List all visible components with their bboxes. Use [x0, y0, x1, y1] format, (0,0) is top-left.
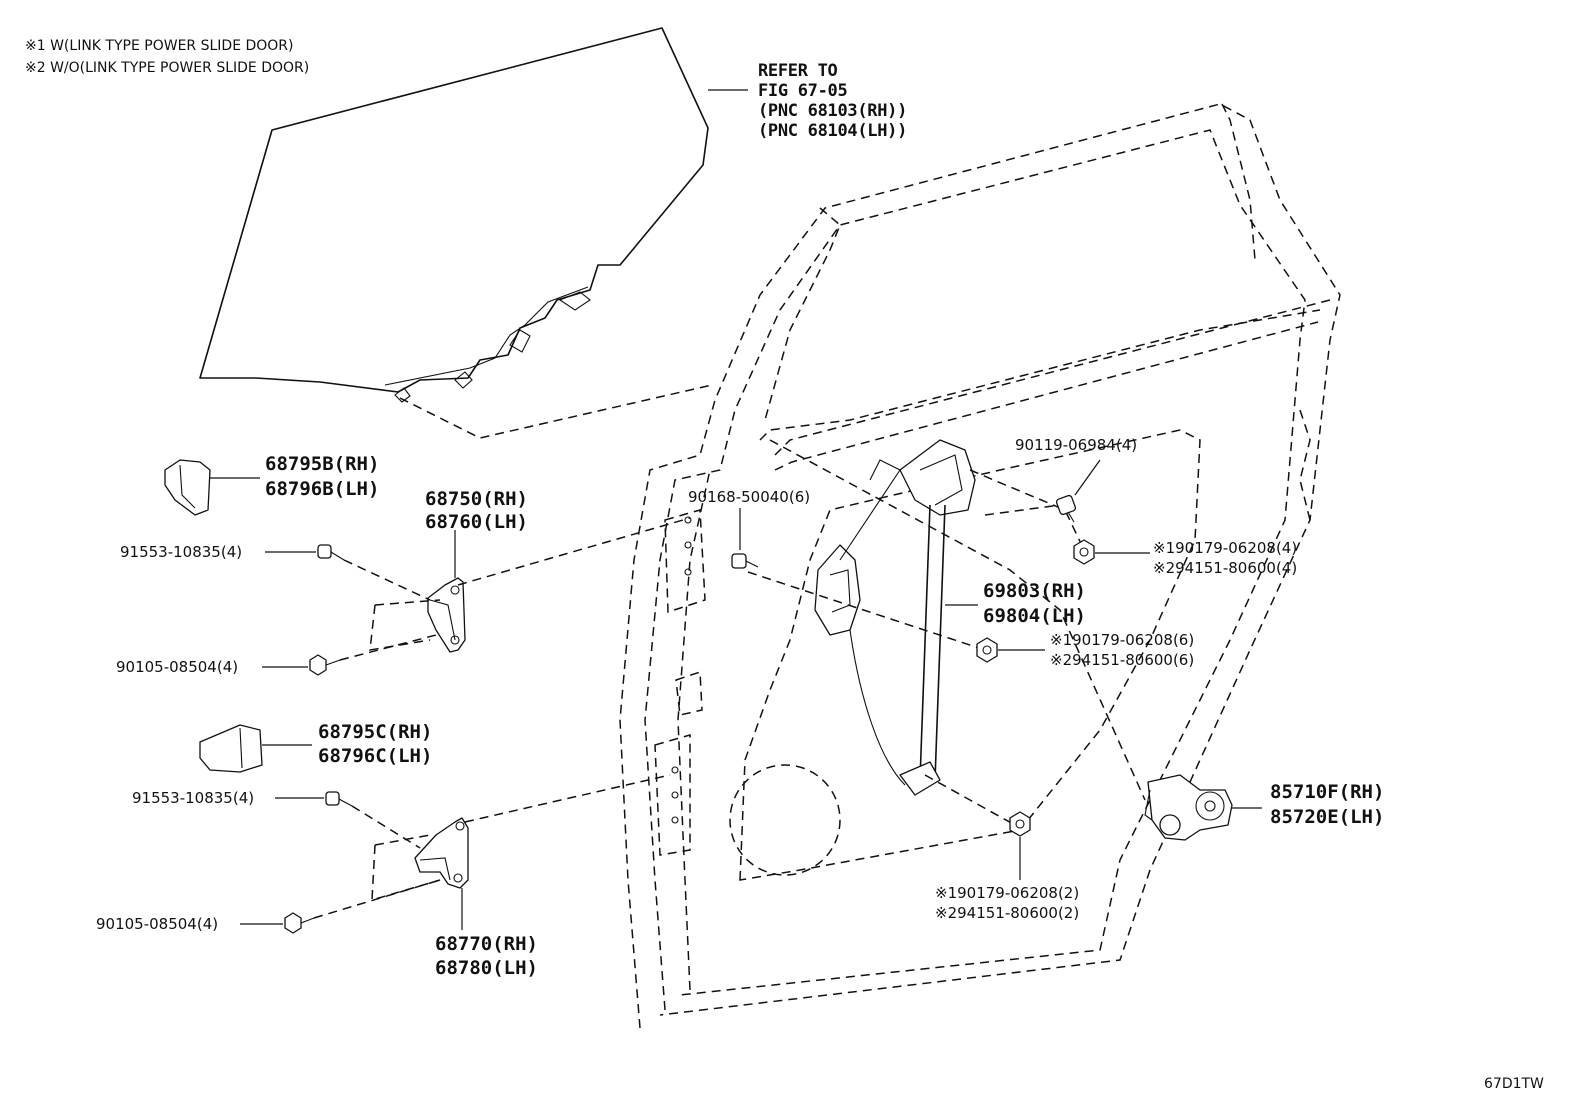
label-nut-lower: ※190179-06208(2) ※294151-80600(2): [935, 884, 1079, 922]
glass-ref-line3: (PNC 68103(RH)): [758, 101, 907, 121]
bolt-guide-line: [984, 504, 1061, 516]
bolt-91553-upper-icon: [317, 544, 345, 561]
bolt-90105-lower-label: 90105-08504(4): [96, 915, 218, 933]
upper-hinge-lh: 68760(LH): [425, 511, 528, 533]
bolt-91553-lower-label: 91553-10835(4): [132, 789, 254, 807]
label-motor: 85710F(RH) 85720E(LH): [1270, 781, 1384, 828]
label-cover-b: 68795B(RH) 68796B(LH): [265, 453, 379, 500]
bolt-90119-label: 90119-06984(4): [1015, 436, 1137, 454]
lower-hinge-lh: 68780(LH): [435, 957, 538, 979]
bolt-90105-upper-icon: [309, 654, 341, 676]
label-cover-c: 68795C(RH) 68796C(LH): [318, 721, 432, 767]
nut-mid-icon: [976, 637, 998, 663]
cover-68795b-icon: [164, 459, 211, 516]
lower-nut-guide-line: [924, 774, 1016, 826]
nut-mid-note2: ※294151-80600(6): [1050, 651, 1194, 669]
lower-hinge-bracket-top: [374, 834, 431, 846]
lower-hinge-bracket-guide: [371, 844, 441, 902]
cover-b-lh: 68796B(LH): [265, 478, 379, 500]
nut-upper-note1: ※190179-06208(4): [1153, 539, 1297, 557]
nut-upper-note2: ※294151-80600(4): [1153, 559, 1297, 577]
nut-upper-icon: [1073, 539, 1095, 565]
glass-ref-line4: (PNC 68104(LH)): [758, 121, 907, 141]
cover-c-rh: 68795C(RH): [318, 721, 432, 743]
window-regulator: [814, 439, 976, 796]
bolt-91553-lower-icon: [325, 791, 353, 807]
bolt-90105-lower-guide: [313, 879, 441, 919]
label-regulator: 69803(RH) 69804(LH): [983, 580, 1086, 627]
bolt-91553-upper-guide: [343, 559, 431, 601]
cover-68795c-icon: [199, 724, 263, 773]
motor-rh: 85710F(RH): [1270, 781, 1384, 803]
door-panel: [619, 103, 1341, 1029]
bolt-91553-lower-guide: [351, 805, 421, 849]
upper-hinge-bracket-guide: [369, 604, 431, 651]
label-nut-upper: ※190179-06208(4) ※294151-80600(4): [1153, 539, 1297, 577]
regulator-motor: [1144, 774, 1233, 841]
motor-lh: 85720E(LH): [1270, 806, 1384, 828]
cover-b-rh: 68795B(RH): [265, 453, 379, 475]
bolt-91553-upper-label: 91553-10835(4): [120, 543, 242, 561]
bolt-90105-upper-label: 90105-08504(4): [116, 658, 238, 676]
upper-hinge-bracket-top: [374, 599, 441, 606]
nut-mid-note1: ※190179-06208(6): [1050, 631, 1194, 649]
nut-lower-icon: [1009, 811, 1031, 837]
bolt-90119-leader: [1074, 459, 1101, 496]
label-nut-mid: ※190179-06208(6) ※294151-80600(6): [1050, 631, 1194, 669]
glass-ref-line1: REFER TO: [758, 61, 838, 81]
mid-nut-guide-line: [747, 571, 986, 651]
cover-c-lh: 68796C(LH): [318, 745, 432, 767]
upper-nut-guide-line: [969, 469, 1086, 553]
bolt-90105-lower-icon: [284, 912, 315, 934]
upper-hinge-rh: 68750(RH): [425, 488, 528, 510]
nut-lower-note1: ※190179-06208(2): [935, 884, 1079, 902]
regulator-lh: 69804(LH): [983, 605, 1086, 627]
lower-hinge-icon: [414, 817, 469, 889]
regulator-rh: 69803(RH): [983, 580, 1086, 602]
bolt-90168-icon: [731, 553, 759, 569]
door-glass: [199, 27, 709, 403]
nut-lower-note2: ※294151-80600(2): [935, 904, 1079, 922]
upper-hinge-icon: [427, 577, 466, 653]
label-lower-hinge: 68770(RH) 68780(LH): [435, 933, 538, 979]
bolt-90119-icon: [1055, 494, 1077, 523]
bolt-90168-label: 90168-50040(6): [688, 488, 810, 506]
upper-hinge-guide-line: [457, 517, 691, 586]
note-2: ※2 W/O(LINK TYPE POWER SLIDE DOOR): [25, 60, 309, 76]
lower-hinge-guide-line: [464, 774, 671, 823]
glass-reference-label: REFER TO FIG 67-05 (PNC 68103(RH)) (PNC …: [758, 61, 907, 141]
bolt-90105-upper-guide: [339, 634, 437, 661]
motor-guide-line: [769, 439, 1146, 801]
glass-ref-line2: FIG 67-05: [758, 81, 847, 101]
label-upper-hinge: 68750(RH) 68760(LH): [425, 488, 528, 533]
figure-code: 67D1TW: [1484, 1076, 1544, 1092]
lower-hinge-rh: 68770(RH): [435, 933, 538, 955]
note-1: ※1 W(LINK TYPE POWER SLIDE DOOR): [25, 38, 294, 54]
glass-guide-line: [399, 384, 713, 439]
